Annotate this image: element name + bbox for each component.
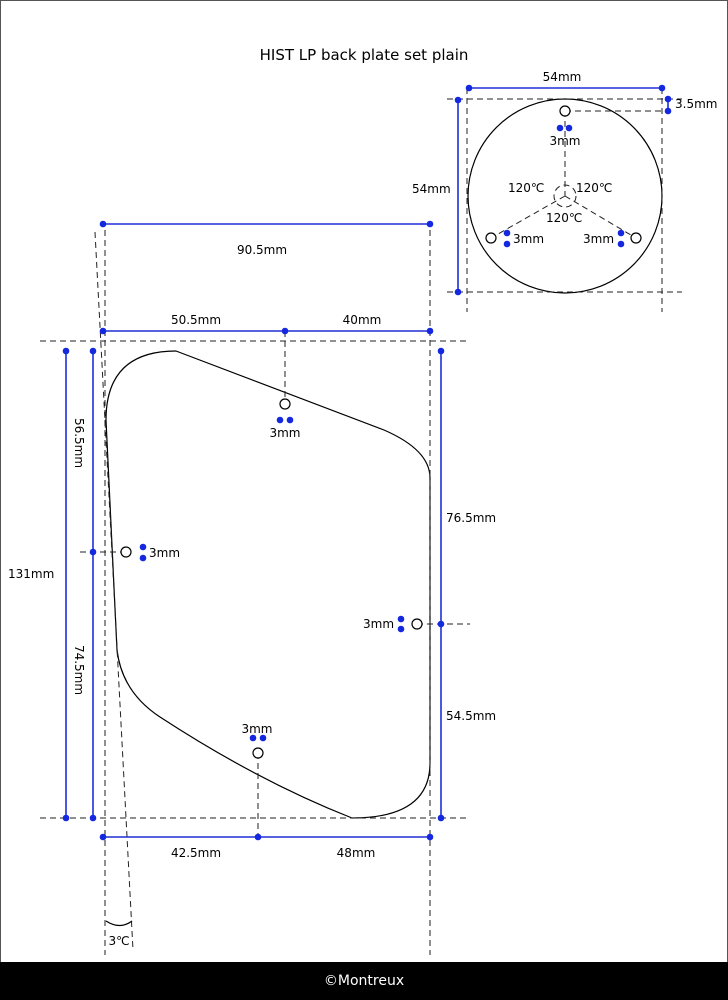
round-hole-right — [630, 232, 642, 244]
main-hole-left-label: 3mm — [149, 546, 180, 560]
main-hole-top — [279, 398, 291, 410]
copyright-text: ©Montreux — [323, 973, 405, 989]
round-hole-top-label: 3mm — [549, 134, 580, 148]
main-top-right-width-label: 40mm — [343, 313, 382, 327]
main-left-upper-height-label: 56.5mm — [72, 418, 86, 468]
main-bottom-right-width-label: 48mm — [337, 846, 376, 860]
main-total-height-label: 131mm — [8, 567, 54, 581]
main-right-upper-height-label: 76.5mm — [446, 511, 496, 525]
main-plate-outline — [105, 350, 431, 819]
round-height-label: 54mm — [412, 182, 451, 196]
main-hole-bottom-label: 3mm — [241, 722, 272, 736]
taper-angle-arc — [105, 920, 133, 927]
main-bottom-left-width-label: 42.5mm — [171, 846, 221, 860]
round-hole-left-label: 3mm — [513, 232, 544, 246]
main-hole-right-label: 3mm — [363, 617, 394, 631]
round-hole-right-label: 3mm — [583, 232, 614, 246]
round-angle-left-label: 120℃ — [508, 181, 544, 195]
main-hole-right — [411, 618, 423, 630]
main-right-lower-height-label: 54.5mm — [446, 709, 496, 723]
main-plate: 90.5mm 50.5mm 40mm 131mm 56.5mm 74.5mm 7… — [8, 220, 496, 955]
footer-bar: ©Montreux — [0, 962, 728, 1000]
round-offset-label: 3.5mm — [675, 97, 717, 111]
round-plate-outline — [467, 98, 663, 294]
technical-drawing: .outline { fill: none; stroke: #000; str… — [8, 70, 717, 955]
round-angle-right-label: 120℃ — [576, 181, 612, 195]
main-hole-left — [120, 546, 132, 558]
round-angle-bottom-label: 120℃ — [546, 211, 582, 225]
round-center-mark — [553, 184, 577, 208]
round-plate: 54mm 54mm 3.5mm 3mm 3mm 3mm 120℃ 120℃ 12… — [412, 70, 717, 312]
main-hole-top-label: 3mm — [269, 426, 300, 440]
drawing-title: HIST LP back plate set plain — [259, 46, 469, 64]
round-radial-right — [564, 195, 637, 239]
main-total-width-label: 90.5mm — [237, 243, 287, 257]
main-left-lower-height-label: 74.5mm — [72, 645, 86, 695]
round-radial-left — [490, 195, 566, 239]
round-hole-top — [559, 105, 571, 117]
main-hole-bottom — [252, 747, 264, 759]
main-top-left-width-label: 50.5mm — [171, 313, 221, 327]
round-width-label: 54mm — [543, 70, 582, 84]
main-taper-angle-label: 3℃ — [108, 934, 129, 948]
round-hole-left — [485, 232, 497, 244]
